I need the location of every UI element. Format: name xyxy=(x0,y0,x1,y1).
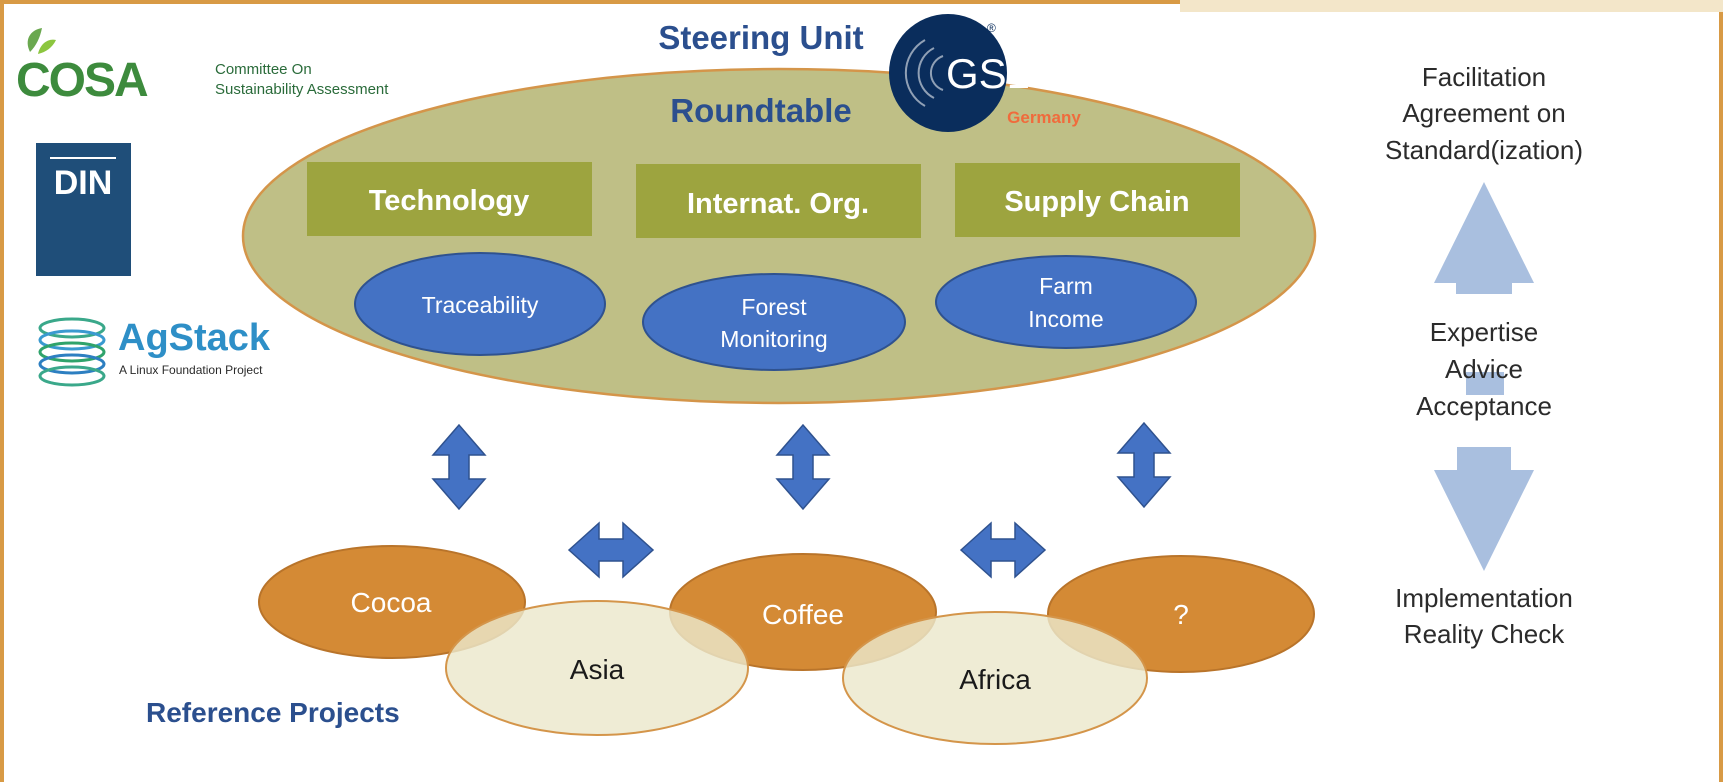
commodity-ellipse-cocoa xyxy=(258,545,526,659)
roundtable-title: Roundtable xyxy=(670,92,851,129)
region-ellipse-asia xyxy=(445,600,749,736)
down-arrow-icon xyxy=(1434,447,1534,571)
topic-ellipse-traceability xyxy=(354,252,606,356)
gs1-registered: ® xyxy=(987,21,996,35)
cosa-line-2: Sustainability Assessment xyxy=(215,81,389,98)
workstream-label: Technology xyxy=(369,185,530,217)
workstream-label: Internat. Org. xyxy=(687,188,869,220)
workstream-box-internat-org xyxy=(636,164,921,238)
topic-label: Farm xyxy=(1039,273,1093,299)
reference-projects-label: Reference Projects xyxy=(146,697,400,728)
topic-label: Forest xyxy=(741,294,807,320)
process-top-line: Agreement on xyxy=(1402,98,1565,128)
workstream-label: Supply Chain xyxy=(1004,186,1189,218)
region-label: Africa xyxy=(959,664,1031,695)
din-mark: DIN xyxy=(54,164,113,202)
cosa-line-1: Committee On xyxy=(215,61,312,78)
topic-ellipse-farm-income xyxy=(935,255,1197,349)
agstack-logo: AgStack A Linux Foundation Project xyxy=(38,317,271,387)
commodity-label: Coffee xyxy=(762,599,844,630)
cosa-logo: COSA Committee On Sustainability Assessm… xyxy=(16,28,389,107)
workstream-box-technology xyxy=(307,162,592,236)
cosa-leaf-icon xyxy=(38,39,56,54)
din-logo: DIN xyxy=(36,143,131,276)
process-bottom-line: Implementation xyxy=(1395,583,1573,613)
process-bottom-line: Reality Check xyxy=(1404,619,1565,649)
process-middle-line: Expertise xyxy=(1430,317,1538,347)
process-middle-line: Acceptance xyxy=(1416,391,1552,421)
updown-arrow-icon xyxy=(776,424,830,510)
cosa-leaf-icon xyxy=(27,28,42,52)
cosa-mark: COSA xyxy=(16,54,148,107)
updown-arrow-icon xyxy=(1117,422,1171,508)
commodity-label: ? xyxy=(1173,599,1189,630)
process-top-line: Facilitation xyxy=(1422,62,1546,92)
gs1-country: Germany xyxy=(1007,108,1081,127)
process-top-line: Standard(ization) xyxy=(1385,135,1583,165)
region-ellipse-africa xyxy=(842,611,1148,745)
agstack-layers-icon xyxy=(38,317,106,387)
topic-ellipse-forest-monitoring xyxy=(642,273,906,371)
agstack-name: AgStack xyxy=(118,317,271,359)
region-label: Asia xyxy=(570,654,625,685)
leftright-arrow-icon xyxy=(568,522,654,578)
gs1-mark: GS1 xyxy=(946,50,1030,97)
topic-label: Income xyxy=(1028,306,1103,332)
process-arrow-connector xyxy=(1466,372,1504,395)
process-middle-line: Advice xyxy=(1445,354,1523,384)
steering-unit-title: Steering Unit xyxy=(658,19,863,56)
topic-label: Monitoring xyxy=(720,326,827,352)
commodity-label: Cocoa xyxy=(351,587,432,618)
gs1-logo: GS1 ® Germany xyxy=(889,14,1081,132)
updown-arrow-icon xyxy=(432,424,486,510)
leftright-arrow-icon xyxy=(960,522,1046,578)
frame-accent xyxy=(1180,0,1723,12)
agstack-sub: A Linux Foundation Project xyxy=(119,363,263,377)
workstream-box-supply-chain xyxy=(955,163,1240,237)
topic-label: Traceability xyxy=(422,292,539,318)
up-arrow-icon xyxy=(1434,182,1534,294)
